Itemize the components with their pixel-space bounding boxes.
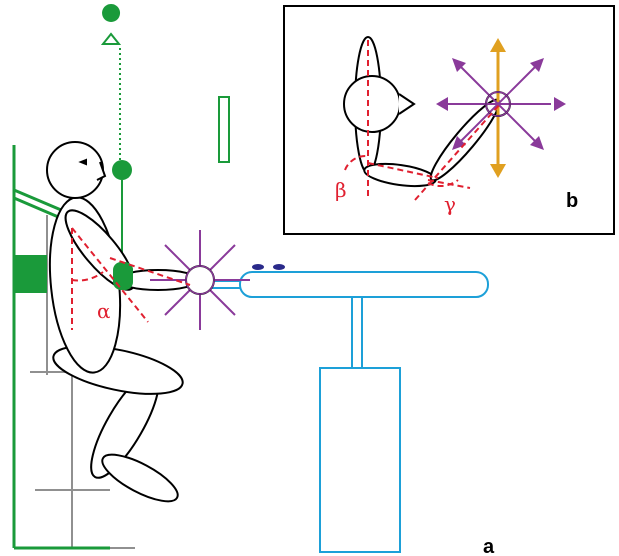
back-support	[12, 145, 110, 550]
panel-b: β γ b	[283, 5, 615, 235]
button-dot-left	[252, 264, 264, 270]
panel-b-frame	[283, 5, 615, 235]
table-device	[208, 271, 489, 553]
alpha-label: α	[97, 299, 111, 323]
panel-b-label: b	[566, 190, 578, 212]
eight-direction-arrows-icon	[436, 58, 566, 150]
elbow-brace-front	[113, 262, 133, 290]
green-target-marker-icon	[102, 4, 121, 23]
vertical-axis-arrow	[490, 38, 506, 178]
gamma-label: γ	[444, 192, 456, 216]
button-dot-right	[273, 264, 285, 270]
back-pad	[13, 255, 47, 293]
angle-beta-gamma-guides	[344, 40, 501, 201]
tracking-rig	[100, 4, 230, 290]
beta-label: β	[335, 178, 347, 202]
angle-alpha-guides	[71, 227, 191, 330]
panel-a: α a	[12, 4, 495, 556]
upper-marker	[112, 160, 132, 180]
green-rectangle-marker	[218, 96, 230, 163]
seated-figure	[46, 141, 199, 503]
panel-a-label: a	[483, 536, 495, 556]
